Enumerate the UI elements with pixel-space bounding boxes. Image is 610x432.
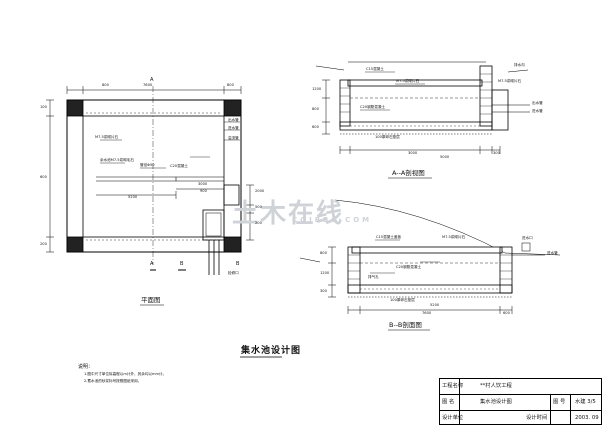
notes-heading: 说明： <box>78 364 94 370</box>
plan-dim-3: 800 <box>227 83 234 87</box>
plan-dim-11: 500 <box>255 205 262 209</box>
note-item-2: 2.蓄水池的砂浆标号按照图纸采用。 <box>84 379 142 383</box>
plan-label-inlet: 进水管 <box>228 126 239 130</box>
aa-dim-6: 300 <box>493 151 500 155</box>
plan-section-mark-b-left: B <box>180 261 184 267</box>
drawing-name-label: 图 名 <box>442 399 455 405</box>
design-date-label: 设计时间 <box>526 415 548 421</box>
aa-label-4: C20钢筋混凝土 <box>360 105 386 109</box>
plan-section-mark-b-right: B <box>236 261 240 267</box>
plan-section-mark-a-top: A <box>150 77 154 83</box>
plan-view <box>46 86 254 275</box>
bb-label-3: C20钢筋混凝土 <box>396 265 422 269</box>
plan-label-concrete: C20混凝土 <box>170 164 188 168</box>
note-item-1: 1.图中尺寸单位除高程以m计外，其余均以mm计。 <box>84 372 167 376</box>
plan-dim-1: 800 <box>102 83 109 87</box>
bb-label-2: M7.5浆砌片石 <box>442 235 466 239</box>
aa-dim-5: 600 <box>312 125 319 129</box>
section-bb-caption: B--B剖面图 <box>389 321 422 329</box>
bb-dim-6: 600 <box>503 311 510 315</box>
bb-dim-1: 7600 <box>422 311 432 315</box>
design-date-value: 2003. 09 <box>575 415 599 421</box>
aa-dim-4: 800 <box>312 107 319 111</box>
plan-dim-5: 600 <box>40 175 47 179</box>
bb-label-5: 进水口 <box>522 236 533 240</box>
bb-label-4: 排气孔 <box>368 275 379 279</box>
aa-label-5: 100厚碎石垫层 <box>375 135 400 139</box>
watermark-subtext: COIBBS.COM <box>292 216 373 224</box>
aa-label-6: 排水沟 <box>514 63 525 67</box>
bb-label-6: 进水管 <box>547 251 558 255</box>
plan-dim-6: 200 <box>40 242 47 246</box>
project-name-value: **村人饮工程 <box>480 383 512 389</box>
drawing-name-value: 集水池设计图 <box>480 399 512 405</box>
bb-label-1: C15混凝土盖板 <box>376 235 402 239</box>
sheet-title: 集水池设计图 <box>241 346 302 356</box>
aa-label-8: 进水管 <box>532 109 543 113</box>
aa-dim-1: 3000 <box>408 151 418 155</box>
plan-label-access: 检修口 <box>228 271 239 275</box>
aa-label-2: M7.5浆砌片石 <box>396 79 420 83</box>
aa-label-3: M7.5浆砌片石 <box>498 79 522 83</box>
section-bb-view <box>299 199 561 331</box>
drawing-no-label: 图 号 <box>553 399 566 405</box>
bb-dim-4: 300 <box>320 289 327 293</box>
plan-dim-4: 100 <box>40 105 47 109</box>
section-aa-caption: A--A剖视图 <box>392 169 425 177</box>
section-aa-view <box>315 61 530 179</box>
plan-caption: 平面图 <box>141 296 161 304</box>
plan-dim-9: 5200 <box>128 195 138 199</box>
bb-dim-5: 1200 <box>320 271 330 275</box>
bb-dim-2: 5200 <box>430 303 440 307</box>
plan-dim-8: 3000 <box>198 182 208 186</box>
aa-label-7: 出水管 <box>532 101 543 105</box>
watermark-text: 土木在线 <box>232 199 345 229</box>
aa-dim-2: 5000 <box>440 155 450 159</box>
bb-label-7: 100厚碎石垫层 <box>390 298 415 302</box>
drawing-no-value: 水建 3/5 <box>575 399 596 405</box>
plan-label-diameter: 管径Φ50 <box>140 163 155 167</box>
plan-label-rubble: 余水池M7.5浆砌毛石 <box>100 158 134 162</box>
bb-dim-3: 800 <box>320 251 327 255</box>
aa-label-1: C15混凝土 <box>366 67 384 71</box>
plan-label-masonry: M7.5浆砌片石 <box>95 135 119 139</box>
project-name-label: 工程名称 <box>442 383 464 389</box>
design-unit-label: 设计单位 <box>442 415 464 421</box>
plan-dim-12: 200 <box>255 221 262 225</box>
plan-label-outlet: 出水管 <box>228 118 239 122</box>
plan-dim-7: 900 <box>200 189 207 193</box>
plan-dim-2: 7600 <box>143 83 153 87</box>
plan-section-mark-a-bottom: A <box>150 261 154 267</box>
title-block: 工程名称 **村人饮工程 图 名 集水池设计图 图 号 水建 3/5 设计单位 … <box>439 378 602 425</box>
aa-dim-3: 1200 <box>312 87 322 91</box>
plan-label-overflow: 溢流管 <box>228 136 239 140</box>
plan-dim-10: 2000 <box>255 189 265 193</box>
